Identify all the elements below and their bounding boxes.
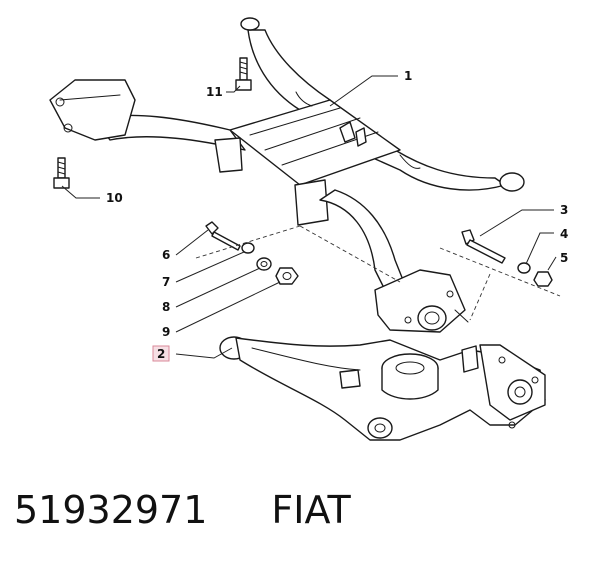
bolt-11 — [235, 57, 252, 91]
washer-4 — [517, 262, 531, 274]
callout-label-5: 5 — [560, 251, 568, 265]
callout-label-4: 4 — [560, 227, 568, 241]
callout-label-7: 7 — [162, 275, 170, 289]
crossmember-frame — [49, 17, 525, 333]
washer-7 — [241, 242, 255, 254]
nut-5 — [533, 271, 553, 287]
callout-label-8: 8 — [162, 300, 170, 314]
callout-label-9: 9 — [162, 325, 170, 339]
callout-label-1: 1 — [404, 69, 412, 83]
brand-name: FIAT — [271, 488, 351, 532]
callout-label-10: 10 — [106, 191, 123, 205]
callout-label-6: 6 — [162, 248, 170, 262]
bolt-3 — [461, 229, 506, 264]
exploded-parts-diagram: 1 2 3 4 5 6 7 8 9 10 11 — [49, 17, 568, 441]
washer-8 — [256, 257, 272, 271]
bolt-10 — [53, 157, 70, 189]
part-number: 51932971 — [14, 488, 208, 532]
callout-leaders — [61, 75, 557, 359]
callout-label-3: 3 — [560, 203, 568, 217]
part-footer: 51932971 FIAT — [14, 488, 351, 548]
nut-9 — [275, 267, 299, 285]
trailing-arm — [219, 336, 546, 441]
callout-label-11: 11 — [206, 85, 223, 99]
bolt-6 — [205, 221, 241, 251]
callout-label-2: 2 — [157, 347, 165, 361]
callout-2-highlight — [152, 345, 170, 362]
